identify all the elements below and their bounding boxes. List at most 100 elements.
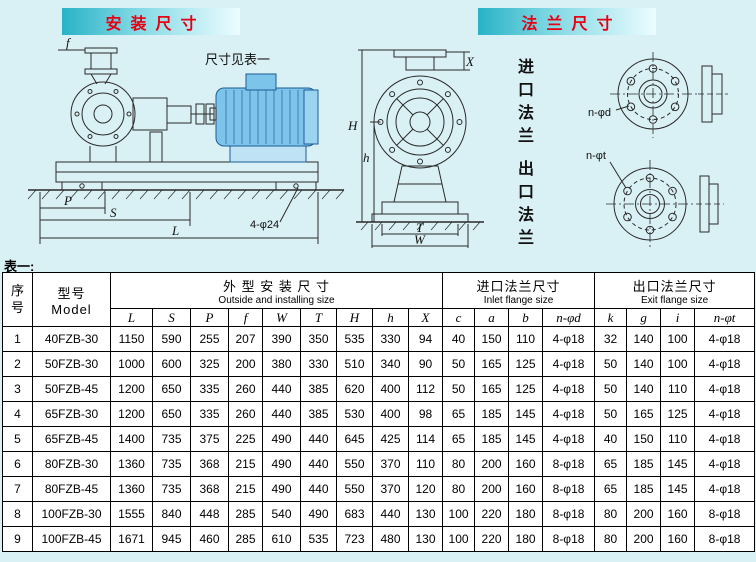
- value-cell: 380: [262, 351, 301, 377]
- inlet-flange-diagram: [610, 52, 728, 138]
- value-cell: 160: [660, 501, 696, 527]
- value-cell: 385: [300, 401, 337, 427]
- col-header-model: 型号 Model: [32, 272, 111, 327]
- value-cell: 840: [152, 501, 191, 527]
- value-cell: 100: [660, 326, 696, 352]
- value-cell: 185: [626, 451, 662, 477]
- value-cell: 400: [372, 376, 409, 402]
- column-letter: P: [190, 308, 229, 327]
- dim-label-X: X: [465, 54, 475, 69]
- column-letter: X: [407, 308, 444, 327]
- value-cell: 285: [228, 501, 263, 527]
- value-cell: 4-φ18: [694, 476, 756, 502]
- dim-label-W: W: [414, 232, 426, 247]
- inlet-header-cn: 进口法兰尺寸: [476, 278, 561, 294]
- value-cell: 590: [152, 326, 191, 352]
- drawing-note: 尺寸见表一: [205, 52, 270, 67]
- dim-label-h: h: [363, 150, 370, 165]
- value-cell: 550: [336, 451, 373, 477]
- value-cell: 4-φ18: [542, 376, 596, 402]
- value-cell: 50: [442, 351, 476, 377]
- value-cell: 125: [508, 351, 544, 377]
- table-caption: 表一:: [4, 259, 35, 274]
- value-cell: 140: [626, 376, 662, 402]
- pump-front-view: [356, 49, 484, 248]
- value-cell: 215: [228, 476, 263, 502]
- column-letter: n-φd: [542, 308, 596, 327]
- group-header-exit: 出口法兰尺寸 Exit flange size: [594, 272, 756, 309]
- column-letter: c: [442, 308, 476, 327]
- exit-header-cn: 出口法兰尺寸: [632, 278, 717, 294]
- value-cell: 350: [300, 326, 337, 352]
- model-cell: 80FZB-30: [32, 451, 111, 477]
- value-cell: 600: [152, 351, 191, 377]
- value-cell: 207: [228, 326, 263, 352]
- value-cell: 540: [262, 501, 301, 527]
- column-letter: H: [336, 308, 373, 327]
- value-cell: 145: [660, 451, 696, 477]
- value-cell: 260: [228, 401, 263, 427]
- model-header-en: Model: [51, 301, 92, 317]
- value-cell: 335: [190, 401, 229, 427]
- value-cell: 285: [228, 526, 263, 552]
- value-cell: 130: [407, 501, 444, 527]
- row-index-cell: 2: [2, 351, 33, 377]
- value-cell: 440: [300, 451, 337, 477]
- column-letter: f: [228, 308, 263, 327]
- value-cell: 325: [190, 351, 229, 377]
- value-cell: 100: [442, 526, 476, 552]
- value-cell: 490: [262, 426, 301, 452]
- value-cell: 1000: [110, 351, 153, 377]
- model-cell: 65FZB-30: [32, 401, 111, 427]
- value-cell: 145: [508, 426, 544, 452]
- value-cell: 80: [594, 501, 628, 527]
- value-cell: 160: [508, 476, 544, 502]
- column-letter: g: [626, 308, 662, 327]
- exit-header-en: Exit flange size: [640, 294, 709, 306]
- inlet-bolt-label: n-φd: [588, 107, 611, 119]
- value-cell: 650: [152, 376, 191, 402]
- value-cell: 200: [474, 451, 510, 477]
- value-cell: 125: [660, 401, 696, 427]
- value-cell: 130: [407, 526, 444, 552]
- outside-header-cn: 外 型 安 装 尺 寸: [222, 278, 331, 294]
- dim-label-f: f: [66, 36, 72, 50]
- value-cell: 490: [300, 501, 337, 527]
- value-cell: 165: [474, 376, 510, 402]
- value-cell: 440: [262, 376, 301, 402]
- index-header-label: 序号: [10, 283, 24, 315]
- value-cell: 225: [228, 426, 263, 452]
- row-index-cell: 1: [2, 326, 33, 352]
- value-cell: 4-φ18: [694, 451, 756, 477]
- row-index-cell: 5: [2, 426, 33, 452]
- value-cell: 65: [594, 451, 628, 477]
- value-cell: 1200: [110, 376, 153, 402]
- value-cell: 400: [372, 401, 409, 427]
- value-cell: 735: [152, 476, 191, 502]
- value-cell: 110: [660, 426, 696, 452]
- value-cell: 140: [626, 326, 662, 352]
- value-cell: 80: [442, 451, 476, 477]
- value-cell: 40: [442, 326, 476, 352]
- value-cell: 94: [407, 326, 444, 352]
- value-cell: 425: [372, 426, 409, 452]
- value-cell: 4-φ18: [694, 401, 756, 427]
- value-cell: 90: [407, 351, 444, 377]
- model-cell: 50FZB-45: [32, 376, 111, 402]
- value-cell: 448: [190, 501, 229, 527]
- column-letter: T: [300, 308, 337, 327]
- value-cell: 150: [474, 326, 510, 352]
- value-cell: 160: [660, 526, 696, 552]
- value-cell: 110: [660, 376, 696, 402]
- value-cell: 735: [152, 426, 191, 452]
- value-cell: 100: [660, 351, 696, 377]
- value-cell: 370: [372, 451, 409, 477]
- value-cell: 390: [262, 326, 301, 352]
- value-cell: 260: [228, 376, 263, 402]
- value-cell: 330: [300, 351, 337, 377]
- value-cell: 1671: [110, 526, 153, 552]
- column-letter: b: [508, 308, 544, 327]
- base-holes-label: 4-φ24: [250, 219, 279, 231]
